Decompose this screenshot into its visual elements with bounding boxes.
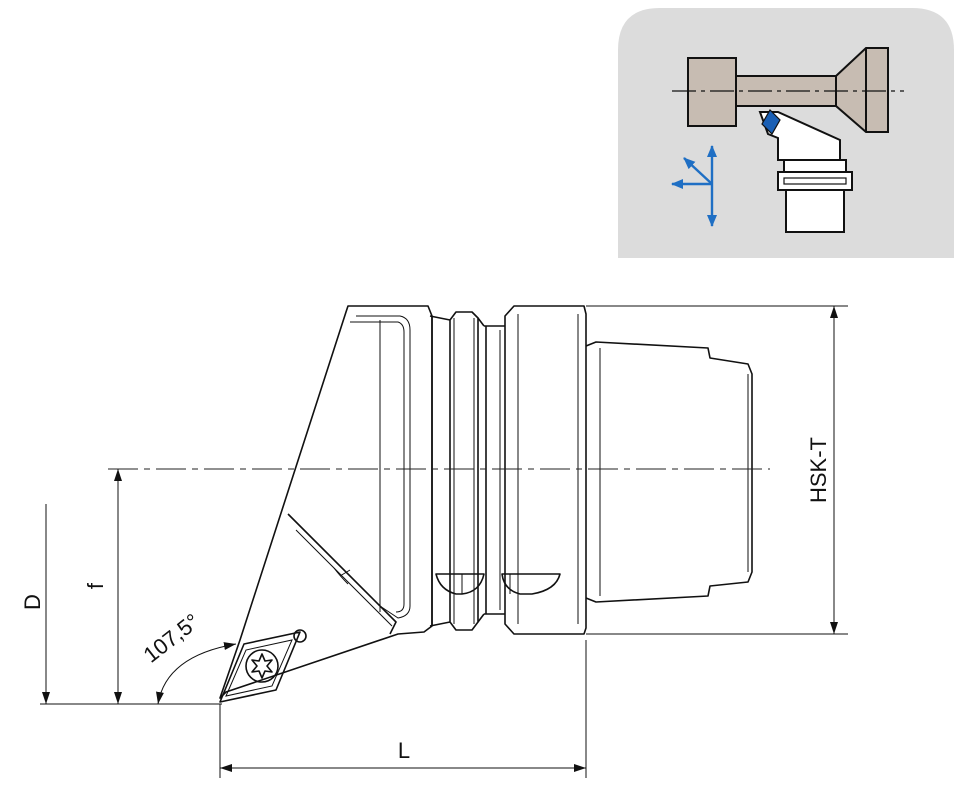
coolant-notch-right <box>501 573 561 595</box>
label-HSK-T: HSK-T <box>806 437 831 503</box>
inset-tool-collar <box>777 171 853 191</box>
inset-tool-shank <box>785 189 845 233</box>
torx-screw-icon <box>245 649 279 683</box>
feed-direction-arrows-icon <box>671 145 717 227</box>
tool-holder-drawing: D f L HSK-T 107,5° <box>20 305 848 778</box>
hsk-shank <box>585 341 753 603</box>
label-D: D <box>20 594 45 610</box>
label-f: f <box>83 582 108 589</box>
cutting-insert <box>219 631 301 703</box>
inset-insert <box>761 109 781 135</box>
collar <box>449 311 479 631</box>
coolant-notch-left <box>435 573 485 595</box>
machining-setup-icon <box>618 8 954 258</box>
label-angle: 107,5° <box>139 609 205 668</box>
flange <box>504 305 587 635</box>
label-L: L <box>398 738 410 763</box>
tool-head <box>219 305 433 699</box>
inset-workpiece-block <box>687 57 737 127</box>
dimension-angle-arc <box>156 642 237 705</box>
